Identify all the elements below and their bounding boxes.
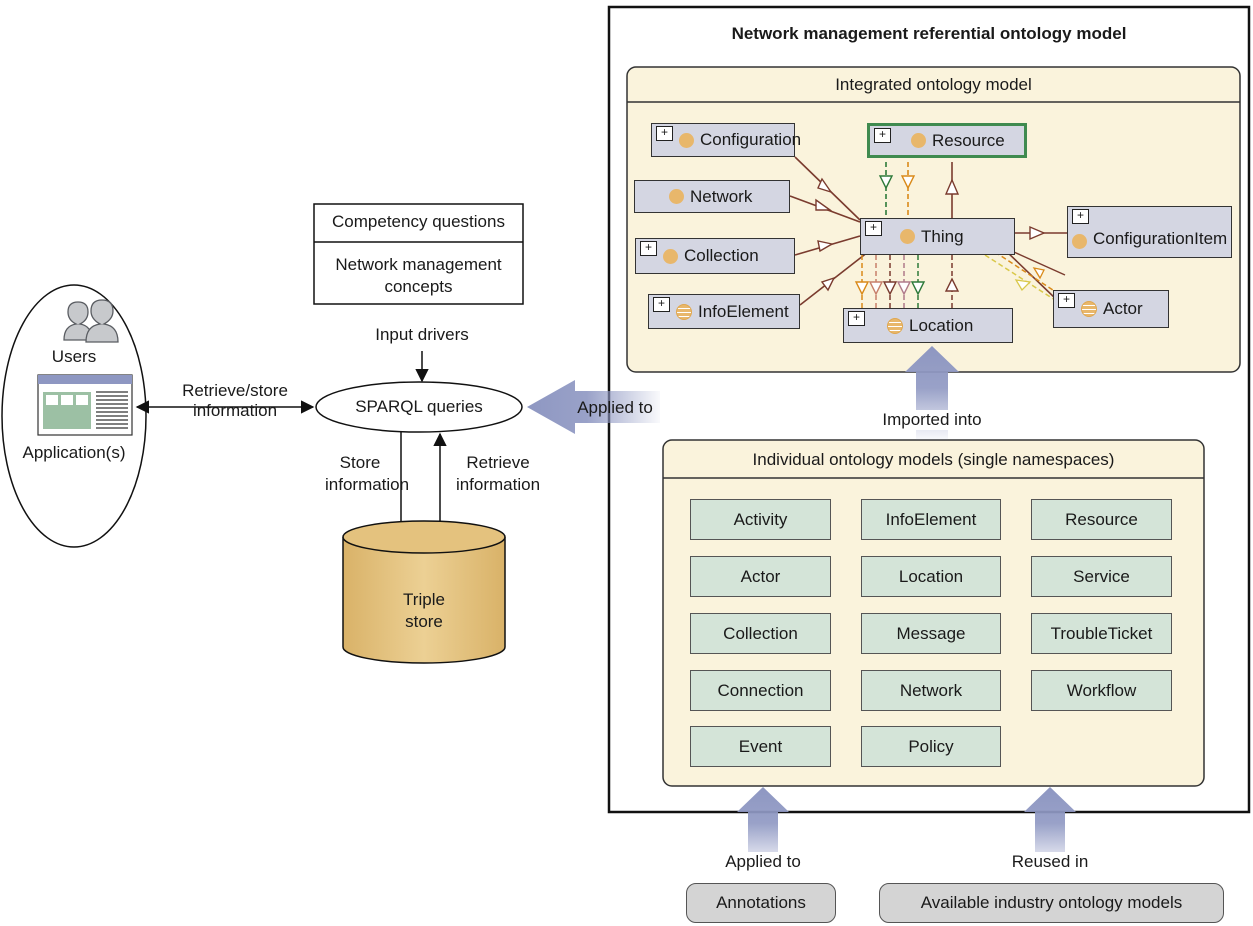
sparql-label: SPARQL queries xyxy=(355,397,483,416)
input-drivers-label: Input drivers xyxy=(375,325,469,344)
expand-icon[interactable]: + xyxy=(656,126,673,141)
applied-to-bottom-arrow xyxy=(737,787,789,868)
model-message[interactable]: Message xyxy=(861,613,1001,654)
annotations-box[interactable]: Annotations xyxy=(686,883,836,923)
class-label: Resource xyxy=(932,130,1005,150)
relation-arrowheads xyxy=(815,177,1046,292)
retrieve-store-label: Retrieve/store information xyxy=(182,381,288,420)
class-configuration[interactable]: + Configuration xyxy=(651,123,801,157)
class-icon xyxy=(900,229,915,244)
model-activity[interactable]: Activity xyxy=(690,499,831,540)
expand-icon[interactable]: + xyxy=(865,221,882,236)
class-icon xyxy=(679,132,694,148)
industry-models-box[interactable]: Available industry ontology models xyxy=(879,883,1224,923)
class-icon xyxy=(669,189,684,204)
expand-icon[interactable]: + xyxy=(848,311,865,326)
model-service[interactable]: Service xyxy=(1031,556,1172,597)
model-workflow[interactable]: Workflow xyxy=(1031,670,1172,711)
applications-label: Application(s) xyxy=(22,443,126,462)
outer-title: Network management referential ontology … xyxy=(731,24,1127,43)
class-thing[interactable]: + Thing xyxy=(860,218,1015,255)
model-policy[interactable]: Policy xyxy=(861,726,1001,767)
class-info-element[interactable]: + InfoElement xyxy=(648,294,800,329)
model-trouble-ticket[interactable]: TroubleTicket xyxy=(1031,613,1172,654)
class-label: Collection xyxy=(684,246,759,265)
expand-icon[interactable]: + xyxy=(1072,209,1089,224)
retrieve-info-label: Retrieve information xyxy=(455,453,541,494)
model-event[interactable]: Event xyxy=(690,726,831,767)
applied-to-arrow xyxy=(527,380,660,434)
integrated-title: Integrated ontology model xyxy=(835,75,1032,94)
class-location[interactable]: + Location xyxy=(843,308,1013,343)
class-label: Location xyxy=(909,315,974,335)
class-icon xyxy=(887,317,903,334)
applied-to-label: Applied to xyxy=(577,398,653,417)
class-collection[interactable]: + Collection xyxy=(635,238,795,274)
class-icon xyxy=(676,303,692,320)
class-label: ConfigurationItem xyxy=(1093,229,1228,248)
class-label: InfoElement xyxy=(698,301,789,321)
class-icon xyxy=(663,248,678,264)
class-network[interactable]: Network xyxy=(634,180,790,213)
class-icon xyxy=(911,133,926,148)
concepts-label: Network management concepts xyxy=(335,255,502,296)
model-actor[interactable]: Actor xyxy=(690,556,831,597)
expand-icon[interactable]: + xyxy=(640,241,657,256)
triple-store-label: Triple store xyxy=(403,590,445,631)
imported-into-label: Imported into xyxy=(862,410,1002,430)
store-info-label: Store information xyxy=(325,453,410,494)
class-resource[interactable]: + Resource xyxy=(867,123,1027,158)
individual-title: Individual ontology models (single names… xyxy=(752,450,1115,469)
reused-in-label: Reused in xyxy=(1000,852,1100,872)
application-icon xyxy=(37,374,133,436)
reused-in-arrow xyxy=(1024,787,1076,868)
class-label: Actor xyxy=(1103,299,1143,318)
expand-icon[interactable]: + xyxy=(653,297,670,312)
sparql-ellipse xyxy=(315,381,523,433)
model-info-element[interactable]: InfoElement xyxy=(861,499,1001,540)
model-location[interactable]: Location xyxy=(861,556,1001,597)
class-configuration-item[interactable]: + ConfigurationItem xyxy=(1067,206,1232,258)
applied-to-bottom-label: Applied to xyxy=(713,852,813,872)
triple-store-cylinder xyxy=(342,520,506,664)
expand-icon[interactable]: + xyxy=(874,128,891,143)
class-label: Thing xyxy=(921,226,964,246)
users-icon xyxy=(63,299,119,343)
class-label: Network xyxy=(690,186,753,206)
competency-box xyxy=(313,203,524,305)
class-icon xyxy=(1081,301,1097,317)
users-label: Users xyxy=(51,347,97,366)
model-connection[interactable]: Connection xyxy=(690,670,831,711)
class-icon xyxy=(1072,234,1087,249)
competency-label: Competency questions xyxy=(332,212,505,231)
model-collection[interactable]: Collection xyxy=(690,613,831,654)
class-actor[interactable]: + Actor xyxy=(1053,290,1169,328)
expand-icon[interactable]: + xyxy=(1058,293,1075,308)
model-resource[interactable]: Resource xyxy=(1031,499,1172,540)
class-label: Configuration xyxy=(700,130,802,149)
model-network[interactable]: Network xyxy=(861,670,1001,711)
